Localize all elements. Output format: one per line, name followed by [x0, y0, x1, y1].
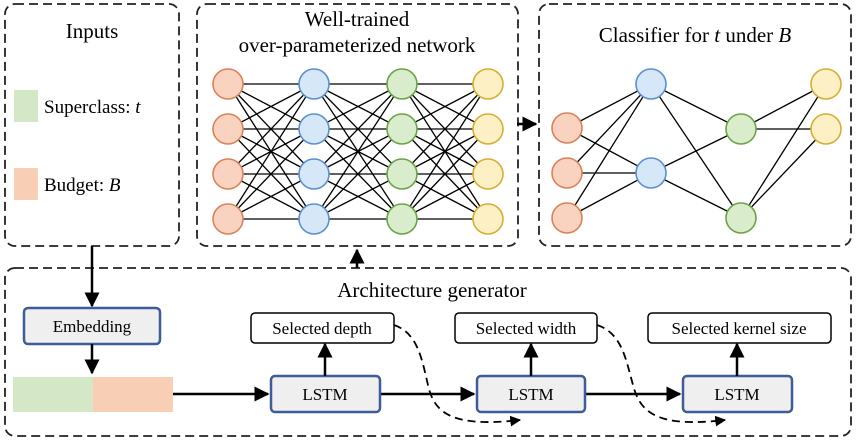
classifier-edge — [566, 172, 652, 219]
embedding-vector-budget — [93, 377, 173, 412]
generator-title: Architecture generator — [337, 278, 526, 302]
network-node-l3-n4 — [386, 203, 418, 235]
classifier-node-l2-n2 — [635, 157, 667, 189]
selected-kernel-size-label: Selected kernel size — [672, 319, 807, 338]
network-edge — [313, 83, 403, 220]
network-node-l4-n1 — [472, 68, 504, 100]
superclass-label: Superclass: t — [44, 97, 141, 118]
network-node-l2-n2 — [298, 113, 330, 145]
network-node-l3-n1 — [386, 68, 418, 100]
network-node-l4-n4 — [472, 203, 504, 235]
selected-depth-box — [250, 312, 395, 344]
classifier-node-l3-n2 — [725, 202, 757, 234]
superclass-swatch — [14, 90, 38, 122]
selected-width-box — [454, 312, 598, 344]
classifier-edge — [566, 83, 652, 219]
network-edge — [401, 128, 489, 220]
network-edge — [313, 83, 403, 130]
network-edge — [227, 83, 315, 175]
inputs-title: Inputs — [66, 19, 119, 43]
network-node-l2-n3 — [298, 158, 330, 190]
selected-width-label: Selected width — [476, 319, 577, 338]
network-node-l1-n2 — [212, 113, 244, 145]
network-edge — [313, 173, 403, 220]
classifier-node-l1-n1 — [551, 112, 583, 144]
classifier-node-l2-n1 — [635, 68, 667, 100]
classifier-edge — [650, 83, 742, 130]
network-edge — [401, 83, 489, 220]
classifier-nodes — [551, 68, 842, 234]
inputs-panel: Inputs Superclass: t Budget: B — [4, 3, 180, 247]
classifier-node-l1-n2 — [551, 157, 583, 189]
network-title-line2: over-parameterized network — [239, 33, 476, 57]
depth-feedback-curve — [393, 324, 522, 427]
network-node-l3-n3 — [386, 158, 418, 190]
classifier-edge — [740, 83, 827, 130]
width-feedback-curve — [596, 324, 727, 427]
classifier-edge — [650, 172, 742, 219]
classifier-edge — [566, 83, 652, 174]
embedding-label: Embedding — [53, 317, 132, 336]
classifier-panel-border — [538, 3, 852, 247]
network-node-l2-n1 — [298, 68, 330, 100]
selected-kernel-size-box — [647, 312, 832, 344]
lstm-label-2: LSTM — [508, 385, 553, 404]
network-node-l2-n4 — [298, 203, 330, 235]
classifier-edges — [566, 83, 827, 219]
budget-label: Budget: B — [44, 175, 121, 196]
generator-panel-border — [4, 267, 852, 437]
network-panel: Well-trained over-parameterized network — [196, 3, 519, 247]
network-node-l1-n4 — [212, 203, 244, 235]
network-edge — [313, 128, 403, 220]
classifier-panel: Classifier for t under B — [538, 3, 852, 247]
network-edge — [401, 83, 489, 130]
generator-panel: Architecture generator Embedding LSTM LS… — [4, 246, 852, 437]
network-edge — [227, 83, 315, 130]
classifier-edge — [740, 83, 827, 219]
network-edge — [401, 83, 489, 175]
classifier-title: Classifier for t under B — [599, 23, 792, 47]
network-node-l3-n2 — [386, 113, 418, 145]
classifier-edge — [740, 128, 827, 219]
network-nodes — [212, 68, 504, 235]
network-edges — [227, 83, 489, 220]
network-edge — [227, 83, 315, 220]
classifier-edge — [566, 83, 652, 129]
classifier-node-l3-n1 — [725, 113, 757, 145]
network-node-l1-n3 — [212, 158, 244, 190]
network-node-l1-n1 — [212, 68, 244, 100]
network-edge — [227, 173, 315, 220]
classifier-node-l4-n2 — [810, 113, 842, 145]
lstm-label-1: LSTM — [302, 385, 347, 404]
embedding-vector-superclass — [13, 377, 93, 412]
classifier-node-l1-n3 — [551, 202, 583, 234]
network-edge — [227, 128, 315, 220]
network-node-l4-n2 — [472, 113, 504, 145]
lstm-label-3: LSTM — [714, 385, 759, 404]
network-edge — [313, 83, 403, 175]
classifier-edge — [650, 128, 742, 174]
classifier-node-l4-n1 — [810, 68, 842, 100]
selected-depth-label: Selected depth — [272, 319, 372, 338]
network-edge — [401, 173, 489, 220]
network-title-line1: Well-trained — [305, 7, 410, 31]
budget-swatch — [14, 168, 38, 200]
network-node-l4-n3 — [472, 158, 504, 190]
